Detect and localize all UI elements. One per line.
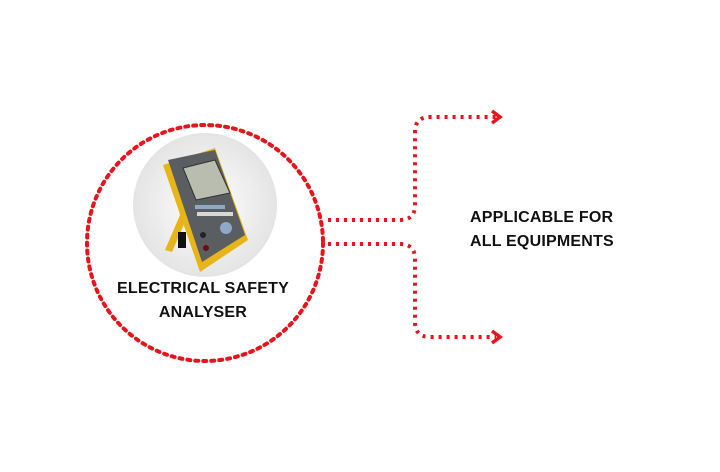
arrow-right-icon	[490, 109, 503, 125]
target-label-line2: ALL EQUIPMENTS	[470, 233, 614, 250]
device-label-line1: ELECTRICAL SAFETY	[116, 280, 289, 297]
upper-connector	[328, 115, 496, 222]
device-label: ELECTRICAL SAFETY ANALYSER	[93, 277, 313, 325]
target-label: APPLICABLE FOR ALL EQUIPMENTS	[470, 206, 650, 254]
device-label-line2: ANALYSER	[158, 304, 248, 321]
lower-connector	[328, 242, 496, 339]
safety-analyser-device-icon	[163, 148, 248, 272]
target-label-line1: APPLICABLE FOR	[470, 209, 614, 226]
arrow-right-icon	[490, 329, 503, 345]
device-dotted-circle	[85, 123, 325, 363]
